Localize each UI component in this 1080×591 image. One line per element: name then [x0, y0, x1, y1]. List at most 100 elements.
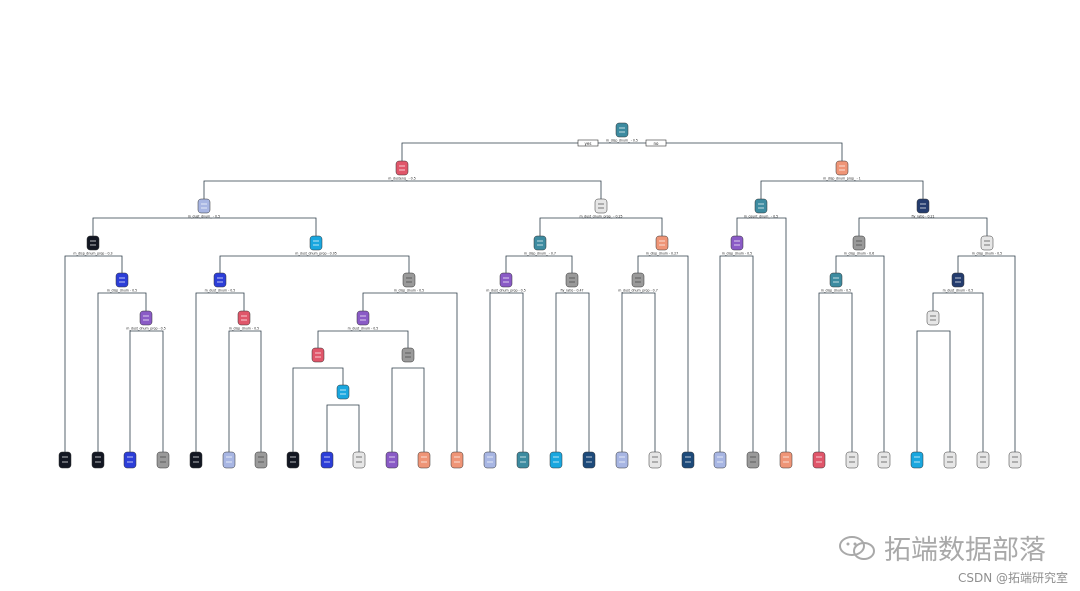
- leaf-node: [976, 451, 990, 469]
- leaf-node: [845, 451, 859, 469]
- tree-node: [852, 235, 866, 251]
- tree-edge: [326, 404, 360, 452]
- tree-node: [835, 160, 849, 176]
- tree-edge: [539, 217, 663, 236]
- leaf-node: [648, 451, 662, 469]
- tree-node: [336, 384, 350, 400]
- tree-node: [829, 272, 843, 288]
- watermark: 拓端数据部落: [838, 528, 1046, 567]
- leaf-node: [123, 451, 137, 469]
- tree-edge: [228, 330, 262, 452]
- split-label: m_dust_dnum_ - 0.5: [188, 215, 220, 219]
- tree-node: [916, 198, 930, 214]
- leaf-node: [189, 451, 203, 469]
- leaf-node: [615, 451, 629, 469]
- split-label: m_disp_dnum - 0.5: [972, 252, 1002, 256]
- split-label: m_dust_dnum - 0.5: [348, 327, 379, 331]
- tree-edge: [858, 217, 988, 236]
- split-label: m_disp_dnum - 0.5: [394, 289, 424, 293]
- yes-box: [577, 139, 599, 147]
- tree-node: [309, 235, 323, 251]
- split-label: m_disp_dnum_ - 0.7: [524, 252, 556, 256]
- split-label: fly_ratio - 0.21: [911, 215, 934, 219]
- tree-node: [594, 198, 608, 214]
- leaf-node: [320, 451, 334, 469]
- tree-node: [86, 235, 100, 251]
- split-label: m_count_dnum_ - 0.5: [744, 215, 778, 219]
- tree-node: [951, 272, 965, 288]
- tree-edge: [957, 255, 1016, 452]
- leaf-node: [746, 451, 760, 469]
- leaf-node: [1008, 451, 1022, 469]
- tree-edge: [760, 180, 924, 199]
- tree-node: [730, 235, 744, 251]
- no-label: no: [654, 141, 660, 146]
- tree-edge: [195, 292, 245, 452]
- leaf-node: [156, 451, 170, 469]
- tree-edge: [92, 217, 317, 236]
- leaf-node: [352, 451, 366, 469]
- tree-node: [115, 272, 129, 288]
- leaf-node: [779, 451, 793, 469]
- leaf-node: [877, 451, 891, 469]
- split-label: m_disp_dnum_prop_ - 1: [823, 177, 861, 181]
- tree-edge: [317, 330, 409, 348]
- split-label: m_dust_dnum_prop - 0.7: [618, 289, 658, 293]
- tree-node: [615, 122, 629, 138]
- split-label: fly_ratio - 0.47: [560, 289, 583, 293]
- leaf-node: [516, 451, 530, 469]
- tree-node: [655, 235, 669, 251]
- split-label: m_dust_dnum_prop - 0.5: [126, 327, 166, 331]
- tree-node: [395, 160, 409, 176]
- tree-edge: [489, 292, 524, 452]
- tree-edge: [818, 292, 853, 452]
- split-label: m_disp_dnum - 0.27: [646, 252, 678, 256]
- tree-edge: [129, 330, 164, 452]
- split-label: m_dust_dnum_prop - 0.5: [486, 289, 526, 293]
- tree-node: [565, 272, 579, 288]
- split-label: m_dustenq_ - 0.5: [388, 177, 416, 181]
- leaf-node: [582, 451, 596, 469]
- tree-node: [754, 198, 768, 214]
- tree-node: [926, 310, 940, 326]
- tree-edge: [621, 292, 656, 452]
- tree-edge: [719, 255, 754, 452]
- yes-label: yes: [585, 141, 592, 146]
- split-label: m_dust_dnum - 0.5: [943, 289, 974, 293]
- split-label: m_disp_dnum - 0.5: [722, 252, 752, 256]
- tree-edge: [292, 367, 344, 452]
- tree-node: [533, 235, 547, 251]
- wechat-icon: [839, 535, 875, 560]
- tree-node: [237, 310, 251, 326]
- split-label: m_disp_dnum - 0.5: [229, 327, 259, 331]
- leaf-node: [483, 451, 497, 469]
- tree-edge: [64, 255, 123, 452]
- tree-edge: [637, 255, 689, 452]
- tree-edge: [401, 142, 843, 161]
- tree-edge: [505, 255, 573, 273]
- tree-node: [980, 235, 994, 251]
- tree-node: [213, 272, 227, 288]
- tree-edge: [835, 255, 885, 452]
- split-label: m_dust_dnum_prop - 0.05: [295, 252, 337, 256]
- tree-edge: [391, 367, 425, 452]
- tree-node: [499, 272, 513, 288]
- split-label: m_disp_dnum - 0.5: [107, 289, 137, 293]
- leaf-node: [910, 451, 924, 469]
- tree-node: [402, 272, 416, 288]
- leaf-node: [681, 451, 695, 469]
- leaf-node: [713, 451, 727, 469]
- tree-node: [401, 347, 415, 363]
- tree-node: [311, 347, 325, 363]
- tree-edge: [219, 255, 410, 273]
- tree-node: [356, 310, 370, 326]
- leaf-node: [385, 451, 399, 469]
- split-label: m_disp_dnum - 0.5: [821, 289, 851, 293]
- split-label: m_disp_dnum - 0.6: [844, 252, 874, 256]
- leaf-node: [254, 451, 268, 469]
- leaf-node: [91, 451, 105, 469]
- tree-edge: [362, 292, 458, 452]
- tree-edge: [97, 292, 147, 452]
- leaf-node: [943, 451, 957, 469]
